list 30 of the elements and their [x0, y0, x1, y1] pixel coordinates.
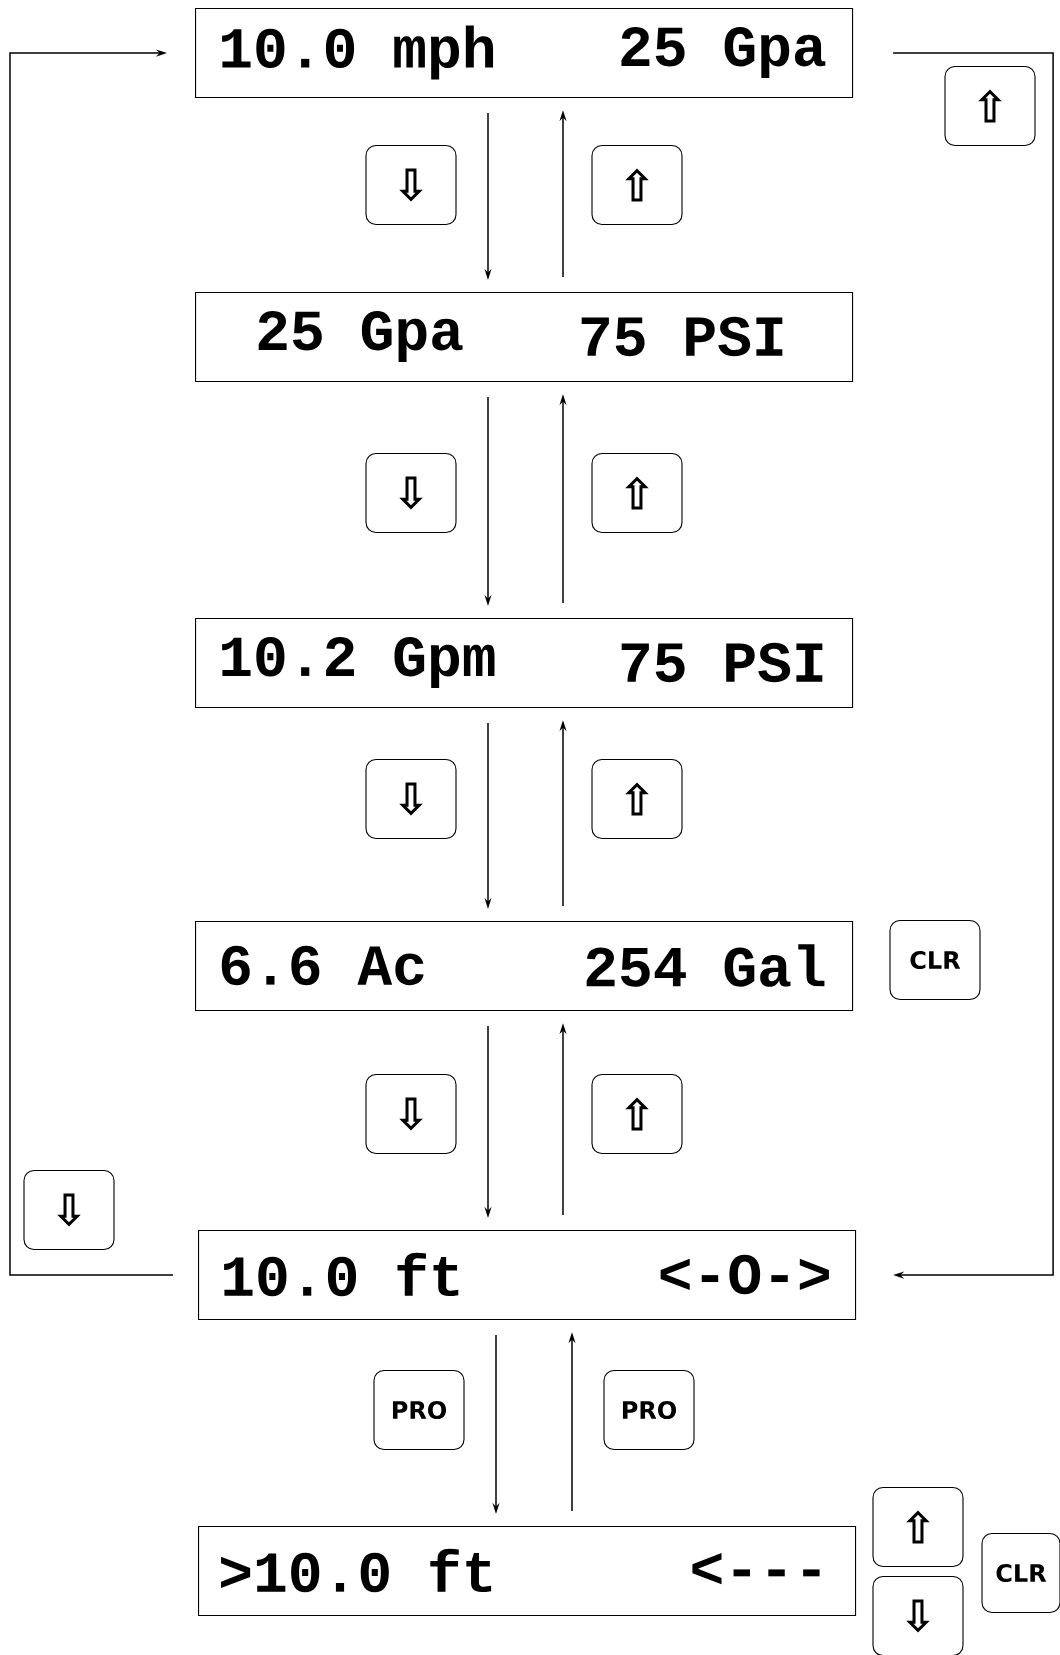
- key-button: ⇩: [365, 1073, 457, 1155]
- display-text: 10.0 mph: [222, 25, 494, 80]
- arrow: [9, 49, 174, 1276]
- display-text: 25 Gpa: [258, 311, 463, 362]
- key-button: ⇧: [944, 65, 1036, 147]
- key-button: ⇧: [872, 1486, 964, 1568]
- display-text: <-O->: [660, 1254, 829, 1295]
- display-text: 6.6 Ac: [221, 945, 424, 986]
- key-button: CLR: [981, 1532, 1060, 1614]
- key-button: ⇧: [591, 1073, 683, 1155]
- display-text: 254 Gal: [586, 944, 825, 987]
- display-text: 25 Gpa: [621, 27, 826, 78]
- key-button: ⇩: [365, 452, 457, 534]
- display-text: 75 PSI: [621, 642, 823, 683]
- key-button: ⇧: [591, 144, 683, 226]
- key-button: ⇧: [591, 758, 683, 840]
- key-button: ⇧: [591, 452, 683, 534]
- display-text: >10.0 ft: [221, 1548, 492, 1593]
- key-button: ⇩: [23, 1169, 115, 1251]
- display-text: <---: [692, 1553, 820, 1585]
- key-button: ⇩: [365, 144, 457, 226]
- display-text: 75 PSI: [581, 316, 783, 357]
- display-text: 10.0 ft: [224, 1252, 459, 1297]
- arrow: [892, 52, 1054, 1279]
- key-button: ⇩: [365, 758, 457, 840]
- display-text: 10.2 Gpm: [222, 637, 495, 688]
- key-button: PRO: [373, 1369, 465, 1451]
- key-button: ⇩: [872, 1575, 964, 1655]
- key-button: PRO: [603, 1369, 695, 1451]
- key-button: CLR: [889, 919, 981, 1001]
